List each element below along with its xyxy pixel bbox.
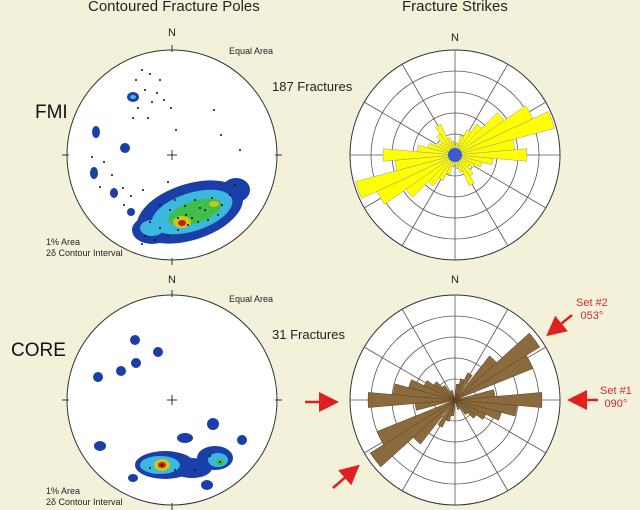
fmi-petal [434,142,476,168]
core-petal [450,390,460,410]
row-label-fmi: FMI [35,102,68,123]
fmi-stereonet [62,45,282,265]
projection-label-core: Equal Area [229,294,274,304]
core-petal [413,355,497,445]
core-stereonet [62,290,282,510]
area-label-fmi: 1% Area [46,237,81,247]
area-label-core: 1% Area [46,486,81,496]
set1-name: Set #1 [600,385,632,397]
core-rose-petals [367,332,543,468]
fmi-contour-blobs [90,92,139,216]
set2-arrow-sw [332,464,360,489]
fracture-count-fmi: 187 Fractures [272,79,353,94]
set2-azimuth: 053° [580,310,604,322]
set-arrows [305,314,598,489]
core-petal [423,380,487,420]
core-petal [450,383,460,417]
core-petal [437,372,473,428]
set1-azimuth: 090° [604,398,628,410]
fmi-pole-points [91,69,241,245]
fracture-count-core: 31 Fractures [272,327,345,342]
north-label-fmi-stereonet: N [168,27,176,39]
contour-interval-label-core: 2δ Contour Interval [46,497,123,507]
fmi-contour-cluster [132,178,250,244]
fmi-petal [438,129,472,181]
set2-annotation: Set #2 053° [576,297,608,323]
projection-label-fmi: Equal Area [229,46,274,56]
set2-name: Set #2 [576,297,608,309]
north-label-fmi-rose: N [451,32,459,44]
core-petal [408,379,502,421]
core-petal [445,378,465,422]
header-contoured-poles: Contoured Fracture Poles [88,0,260,15]
fmi-petal [427,142,483,168]
fmi-petal [435,123,475,187]
fmi-petal [451,140,459,170]
core-petal [414,389,496,411]
core-petal [441,384,469,416]
set2-arrow [546,314,573,337]
contour-interval-label-fmi: 2δ Contour Interval [46,248,123,258]
north-label-core-stereonet: N [168,274,176,286]
set1-annotation: Set #1 090° [600,385,632,411]
header-fracture-strikes: Fracture Strikes [402,0,508,15]
fmi-rose-diagram [349,49,561,261]
core-petal [433,381,477,419]
north-label-core-rose: N [451,274,459,286]
fmi-petal [447,137,463,173]
core-rose-diagram [349,294,561,506]
core-pole-points [149,455,221,471]
core-contour-blobs [93,335,247,490]
row-label-core: CORE [11,340,66,361]
fmi-rose-center [448,148,462,162]
